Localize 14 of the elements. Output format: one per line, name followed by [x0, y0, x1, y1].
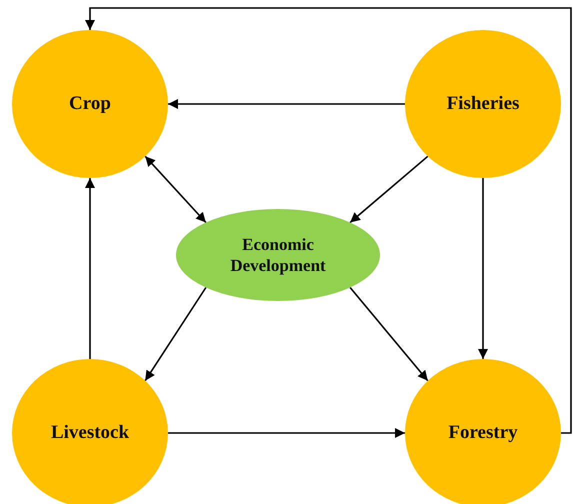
arrow	[478, 178, 488, 359]
arrow	[144, 287, 207, 382]
node-label: Crop	[69, 92, 111, 116]
arrow	[168, 428, 405, 438]
arrow	[350, 156, 428, 224]
arrow	[85, 178, 95, 359]
node-label: Fisheries	[446, 92, 520, 116]
node-label: Forestry	[448, 421, 518, 445]
node-label: Livestock	[50, 421, 130, 445]
arrow	[144, 156, 206, 224]
arrow	[85, 7, 572, 434]
arrow	[349, 286, 428, 382]
node-label: Economic Development	[229, 234, 327, 276]
arrow	[168, 99, 405, 109]
